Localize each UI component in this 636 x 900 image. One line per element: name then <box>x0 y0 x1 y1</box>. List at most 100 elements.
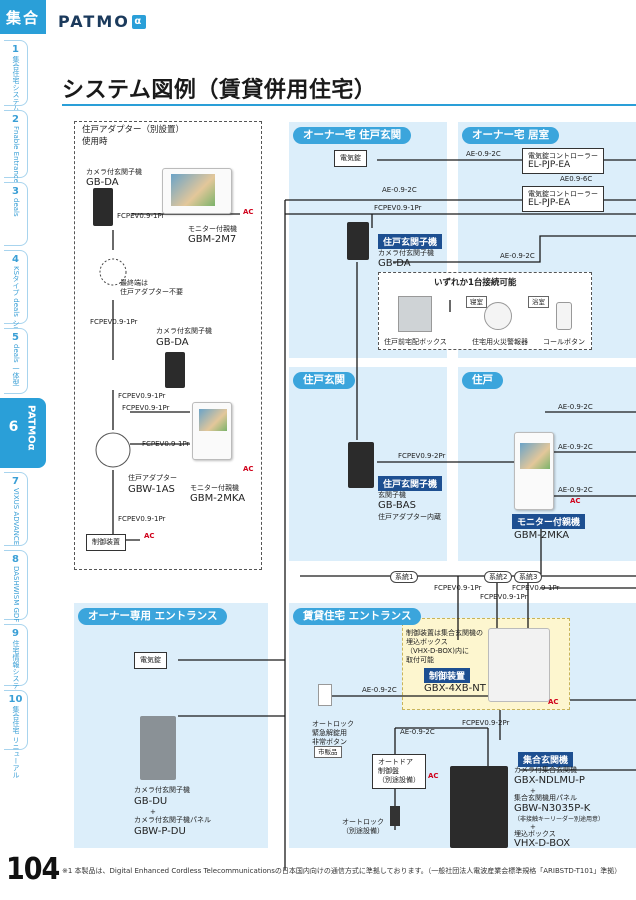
call-button-icon <box>556 302 572 330</box>
owner-entrance-head: オーナー宅 住戸玄関 <box>293 127 412 144</box>
rental-box-title: 埋込ボックス <box>514 830 556 838</box>
rental-cable-ae1: AE-0.9-2C <box>362 686 397 694</box>
autolock-icon <box>390 806 400 826</box>
camera-doorbell-2-icon <box>165 352 185 388</box>
control-unit-icon <box>488 628 550 702</box>
owner-cam-title: カメラ付玄関子機 <box>378 249 434 257</box>
rental-control-navy: 制御装置 <box>424 668 471 683</box>
door-panel-box: オートドア制御盤（別途設備） <box>372 754 426 789</box>
adapter-model: GBW-1AS <box>128 484 175 495</box>
adapter-cam2-model: GB-DA <box>156 337 189 348</box>
camera-doorbell-icon <box>93 188 113 226</box>
owner-only-head: オーナー専用 エントランス <box>78 608 228 625</box>
owner-only-lock: 電気錠 <box>134 652 167 669</box>
adapter-monitor1-model: GBM-2M7 <box>188 234 237 245</box>
rail-head: 集合 <box>0 0 46 34</box>
adapter-cam1-title: カメラ付玄関子機 <box>86 168 142 176</box>
rental-plus1: + <box>530 787 536 795</box>
living-cable-ae2: AE-0.9-2C <box>500 252 535 260</box>
rental-market: 市販品 <box>314 746 342 758</box>
rental-panel-note: （非接触キーリーダー別途用意） <box>514 816 605 823</box>
owner-only-panel-model: GBW-P-DU <box>134 826 186 837</box>
adapter-cable5: FCPEV0.9-1Pr <box>142 440 190 448</box>
adapter-cable2: FCPEV0.9-1Pr <box>90 318 138 326</box>
rental-autolock1: オートロック <box>312 720 354 728</box>
adapter-terminal-note1: 最終端は <box>120 279 148 287</box>
rental-cable-fc: FCPEV0.9-2Pr <box>462 719 510 727</box>
ac-label-3: AC <box>144 532 155 540</box>
ac-label-4: AC <box>570 497 581 505</box>
system-cable2: FCPEV0.9-1Pr <box>480 593 528 601</box>
owner-only-cam-model: GB-DU <box>134 796 168 807</box>
ac-label-2: AC <box>243 465 254 473</box>
rental-ent-title: カメラ付集合玄関機 <box>514 766 577 774</box>
adapter-cable1: FCPEV0.9-1Pr <box>117 212 165 220</box>
rental-ent-model: GBX-NDLMU-P <box>514 775 585 786</box>
unit-cam-model: GB-BAS <box>378 500 416 511</box>
monitor-2-icon <box>192 402 232 460</box>
monitor-icon <box>162 168 232 214</box>
optional-alarm: 住宅用火災警報器 <box>472 338 528 346</box>
adapter-cam2-title: カメラ付玄関子機 <box>156 327 212 335</box>
adapter-monitor1-title: モニター付親機 <box>188 225 237 233</box>
rental-lock1: オートロック <box>342 818 384 826</box>
owner-entrance-navy: 住戸玄関子機 <box>378 234 443 249</box>
title-rule <box>62 104 636 106</box>
page-title: システム図例（賃貸併用住宅） <box>62 78 377 103</box>
control-device-box: 制御装置 <box>86 534 126 551</box>
adapter-circle <box>95 432 131 468</box>
room-cable2: AE-0.9-2C <box>558 443 593 451</box>
fire-alarm-icon <box>484 302 512 330</box>
unit-room-navy: モニター付親機 <box>512 514 586 529</box>
adapter-cable3: FCPEV0.9-1Pr <box>118 392 166 400</box>
unit-cable: FCPEV0.9-2Pr <box>398 452 446 460</box>
rental-control-model: GBX-4XB-NT <box>424 683 486 694</box>
unit-camera-icon <box>348 442 374 488</box>
owner-lock-box: 電気錠 <box>334 150 367 167</box>
adapter-terminal-note2: 住戸アダプター不要 <box>120 288 183 296</box>
room-cable1: AE-0.9-2C <box>558 403 593 411</box>
optional-delivery: 住戸前宅配ボックス <box>384 338 447 346</box>
adapter-cam1-model: GB-DA <box>86 177 119 188</box>
rental-note4: 取付可能 <box>406 656 434 664</box>
footnote: ※1 本製品は、Digital Enhanced Cordless Teleco… <box>62 867 622 875</box>
ac-label-1: AC <box>243 208 254 216</box>
rental-lock2: （別途設備） <box>342 827 384 835</box>
rental-plus2: + <box>530 823 536 831</box>
rental-autolock3: 非常ボタン <box>312 738 347 746</box>
entrance-panel-icon <box>450 766 508 848</box>
owner-camera-icon <box>347 222 369 260</box>
living-cable-ae: AE-0.9-2C <box>466 150 501 158</box>
unit-cam-note: 住戸アダプター内蔵 <box>378 513 441 521</box>
adapter-heading2: 使用時 <box>82 137 108 147</box>
owner-living-head: オーナー宅 居室 <box>462 127 560 144</box>
rental-box-model: VHX-D-BOX <box>514 838 571 849</box>
owner-cable-ae: AE-0.9-2C <box>382 186 417 194</box>
adapter-box <box>74 121 262 570</box>
adapter-cable6: FCPEV0.9-1Pr <box>118 515 166 523</box>
system2-pill: 系統2 <box>484 571 513 583</box>
rental-note2: 埋込ボックス <box>406 638 448 646</box>
rental-cable-ae2: AE-0.9-2C <box>400 728 435 736</box>
owner-panel-icon <box>140 716 176 780</box>
tag-bedroom: 寝室 <box>466 296 487 308</box>
living-cable-6c: AE0.9-6C <box>560 175 593 183</box>
owner-only-cam-title: カメラ付玄関子機 <box>134 786 190 794</box>
adapter-monitor2-model: GBM-2MKA <box>190 493 246 504</box>
emergency-button-icon <box>318 684 332 706</box>
wire-optional-top <box>393 235 636 263</box>
rental-entrance-navy: 集合玄関機 <box>518 752 574 767</box>
